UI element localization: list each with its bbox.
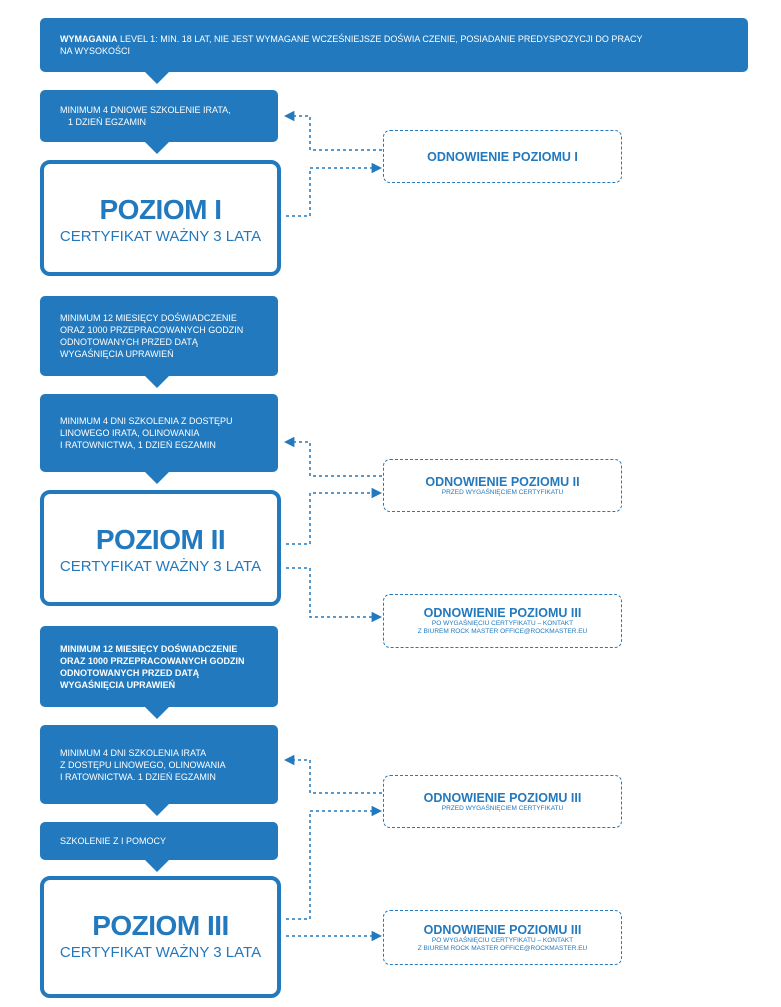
level-2-subtitle: CERTYFIKAT WAŻNY 3 LATA — [59, 558, 262, 575]
step-experience-1: MINIMUM 12 MIESIĘCY DOŚWIADCZENIE ORAZ 1… — [40, 296, 278, 376]
renewal-title: ODNOWIENIE POZIOMU II — [425, 474, 580, 489]
step-line: LINOWEGO IRATA, OLINOWANIA — [60, 428, 200, 438]
step-line: 1 DZIEŃ EGZAMIN — [68, 117, 147, 127]
step-line: Z DOSTĘPU LINOWEGO, OLINOWANIA — [60, 759, 226, 770]
step-line: MINIMUM 12 MIESIĘCY DOŚWIADCZENIE — [60, 643, 238, 654]
step-line: ODNOTOWANYCH PRZED DATĄ — [60, 667, 200, 678]
renewal-title: ODNOWIENIE POZIOMU III — [423, 606, 582, 620]
level-1-title: POZIOM I — [99, 194, 223, 225]
requirements-text: LEVEL 1: MIN. 18 LAT, NIE JEST WYMAGANE … — [117, 34, 643, 44]
step-line: MINIMUM 4 DNI SZKOLENIA Z DOSTĘPU — [60, 416, 233, 426]
step-line: I RATOWNICTWA, 1 DZIEŃ EGZAMIN — [60, 440, 216, 450]
requirements-label: WYMAGANIA — [60, 34, 118, 44]
renewal-subtitle: PRZED WYGAŚNIĘCIEM CERTYFIKATU — [441, 804, 564, 812]
down-notches — [145, 72, 169, 872]
step-training-level-1: MINIMUM 4 DNIOWE SZKOLENIE IRATA, 1 DZIE… — [40, 90, 278, 142]
step-line: MINIMUM 12 MIESIĘCY DOŚWIADCZENIE — [60, 313, 237, 323]
step-line: MINIMUM 4 DNI SZKOLENIA IRATA — [60, 747, 207, 758]
renewal-subtitle: Z BIUREM ROCK MASTER OFFICE@ROCKMASTER.E… — [417, 944, 588, 952]
level-1-subtitle: CERTYFIKAT WAŻNY 3 LATA — [59, 228, 262, 245]
requirements-text-2: NA WYSOKOŚCI — [60, 46, 131, 56]
level-3-subtitle: CERTYFIKAT WAŻNY 3 LATA — [59, 944, 262, 961]
step-training-level-2: MINIMUM 4 DNI SZKOLENIA Z DOSTĘPU LINOWE… — [40, 394, 278, 472]
step-line: SZKOLENIE Z I POMOCY — [60, 836, 167, 846]
level-3-title: POZIOM III — [92, 910, 229, 941]
step-line: WYGAŚNIĘCIA UPRAWIEŃ — [60, 679, 176, 690]
renewal-subtitle: PO WYGAŚNIĘCIU CERTYFIKATU – KONTAKT — [431, 936, 574, 944]
level-3-box: POZIOM III CERTYFIKAT WAŻNY 3 LATA — [40, 876, 281, 998]
requirements-box: WYMAGANIA LEVEL 1: MIN. 18 LAT, NIE JEST… — [40, 18, 748, 72]
step-line: I RATOWNICTWA. 1 DZIEŃ EGZAMIN — [60, 771, 216, 782]
renewal-level-1: ODNOWIENIE POZIOMU I — [383, 130, 622, 183]
level-1-box: POZIOM I CERTYFIKAT WAŻNY 3 LATA — [40, 160, 281, 276]
renewal-title: ODNOWIENIE POZIOMU III — [423, 790, 582, 805]
renewal-subtitle: PRZED WYGAŚNIĘCIEM CERTYFIKATU — [441, 488, 564, 496]
level-2-title: POZIOM II — [95, 524, 226, 555]
step-first-aid: SZKOLENIE Z I POMOCY — [40, 822, 278, 860]
step-line: ORAZ 1000 PRZEPRACOWANYCH GODZIN — [60, 655, 245, 666]
renewal-level-3-expired-b: ODNOWIENIE POZIOMU III PO WYGAŚNIĘCIU CE… — [383, 910, 622, 965]
step-line: WYGAŚNIĘCIA UPRAWIEŃ — [60, 349, 174, 359]
renewal-level-3-expired-a: ODNOWIENIE POZIOMU III PO WYGAŚNIĘCIU CE… — [383, 594, 622, 648]
step-line: ODNOTOWANYCH PRZED DATĄ — [60, 337, 198, 347]
renewal-level-2: ODNOWIENIE POZIOMU II PRZED WYGAŚNIĘCIEM… — [383, 459, 622, 512]
step-line: ORAZ 1000 PRZEPRACOWANYCH GODZIN — [60, 325, 244, 335]
step-experience-2: MINIMUM 12 MIESIĘCY DOŚWIADCZENIE ORAZ 1… — [40, 626, 278, 707]
renewal-level-3: ODNOWIENIE POZIOMU III PRZED WYGAŚNIĘCIE… — [383, 775, 622, 828]
dotted-arrows — [283, 110, 383, 942]
renewal-subtitle: PO WYGAŚNIĘCIU CERTYFIKATU – KONTAKT — [431, 620, 574, 627]
renewal-subtitle: Z BIUREM ROCK MASTER OFFICE@ROCKMASTER.E… — [417, 628, 588, 635]
renewal-title: ODNOWIENIE POZIOMU I — [427, 149, 578, 164]
step-line: MINIMUM 4 DNIOWE SZKOLENIE IRATA, — [60, 105, 231, 115]
level-2-box: POZIOM II CERTYFIKAT WAŻNY 3 LATA — [40, 490, 281, 606]
renewal-title: ODNOWIENIE POZIOMU III — [423, 922, 582, 937]
step-training-level-3: MINIMUM 4 DNI SZKOLENIA IRATA Z DOSTĘPU … — [40, 725, 278, 804]
